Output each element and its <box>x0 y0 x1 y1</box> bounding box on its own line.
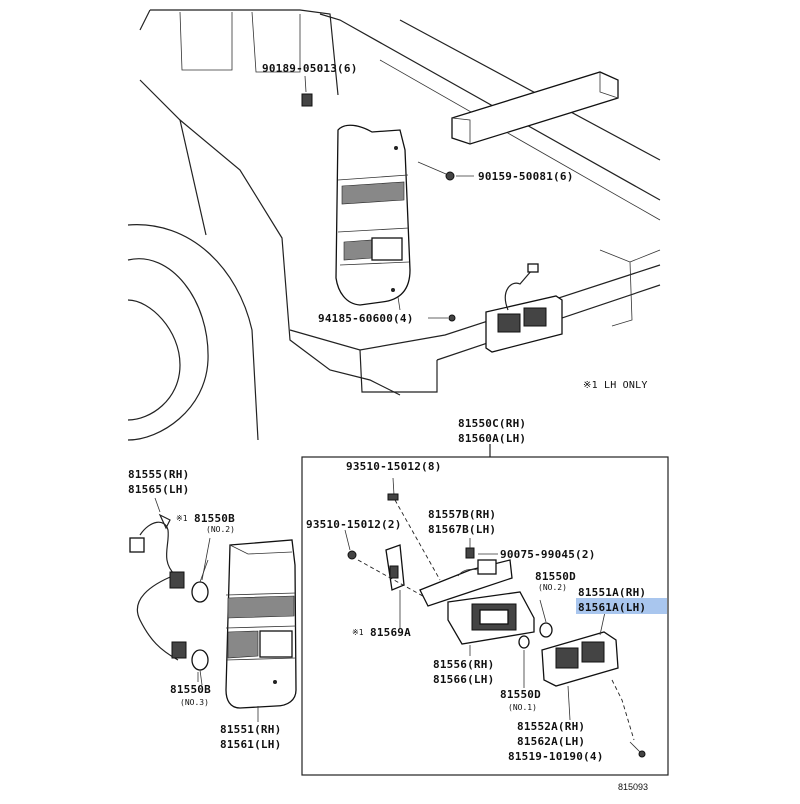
label-81565[interactable]: 81565(LH) <box>128 483 189 496</box>
label-81550d-bot[interactable]: 81550D <box>500 688 541 701</box>
label-90189[interactable]: 90189-05013(6) <box>262 62 358 75</box>
label-93510-a[interactable]: 93510-15012(8) <box>346 460 442 473</box>
label-81556[interactable]: 81556(RH) <box>433 658 494 671</box>
label-81555[interactable]: 81555(RH) <box>128 468 189 481</box>
label-81551a[interactable]: 81551A(RH) <box>578 586 646 599</box>
label-81560a[interactable]: 81560A(LH) <box>458 432 526 445</box>
label-81550b-bot[interactable]: 81550B <box>170 683 211 696</box>
mark-81550b-top: ※1 <box>176 514 188 523</box>
callout-box <box>301 456 669 776</box>
label-81557b[interactable]: 81557B(RH) <box>428 508 496 521</box>
label-81562a[interactable]: 81562A(LH) <box>517 735 585 748</box>
label-81550c[interactable]: 81550C(RH) <box>458 417 526 430</box>
label-81550d-bot-no: (NO.1) <box>508 703 537 712</box>
label-90075[interactable]: 90075-99045(2) <box>500 548 596 561</box>
label-81552a[interactable]: 81552A(RH) <box>517 720 585 733</box>
wiring-harness <box>129 513 209 686</box>
label-81519[interactable]: 81519-10190(4) <box>508 750 604 763</box>
leader-lines <box>154 75 606 722</box>
label-81550d-top[interactable]: 81550D <box>535 570 576 583</box>
figure-number: 815093 <box>618 782 648 792</box>
label-93510-b[interactable]: 93510-15012(2) <box>306 518 402 531</box>
label-81566[interactable]: 81566(LH) <box>433 673 494 686</box>
label-81550b-bot-no: (NO.3) <box>180 698 209 707</box>
label-81550d-top-no: (NO.2) <box>538 583 567 592</box>
license-lamp-exploded <box>347 477 646 758</box>
label-81561[interactable]: 81561(LH) <box>220 738 281 751</box>
label-81567b[interactable]: 81567B(LH) <box>428 523 496 536</box>
label-81550b-top-no: (NO.2) <box>206 525 235 534</box>
mark-81569a: ※1 <box>352 628 364 637</box>
label-81569a[interactable]: 81569A <box>370 626 411 639</box>
tail-lamp-detail <box>225 539 297 709</box>
highlight-81561a <box>576 598 667 614</box>
part-labels: 90189-05013(6) 90159-50081(6) 94185-6060… <box>128 62 648 792</box>
label-81550b-top[interactable]: 81550B <box>194 512 235 525</box>
note-lh-only: ※1 LH ONLY <box>583 380 648 391</box>
label-90159[interactable]: 90159-50081(6) <box>478 170 574 183</box>
label-94185[interactable]: 94185-60600(4) <box>318 312 414 325</box>
label-81551[interactable]: 81551(RH) <box>220 723 281 736</box>
vehicle-rear-illustration <box>127 9 661 441</box>
label-81561a[interactable]: 81561A(LH) <box>578 601 646 614</box>
